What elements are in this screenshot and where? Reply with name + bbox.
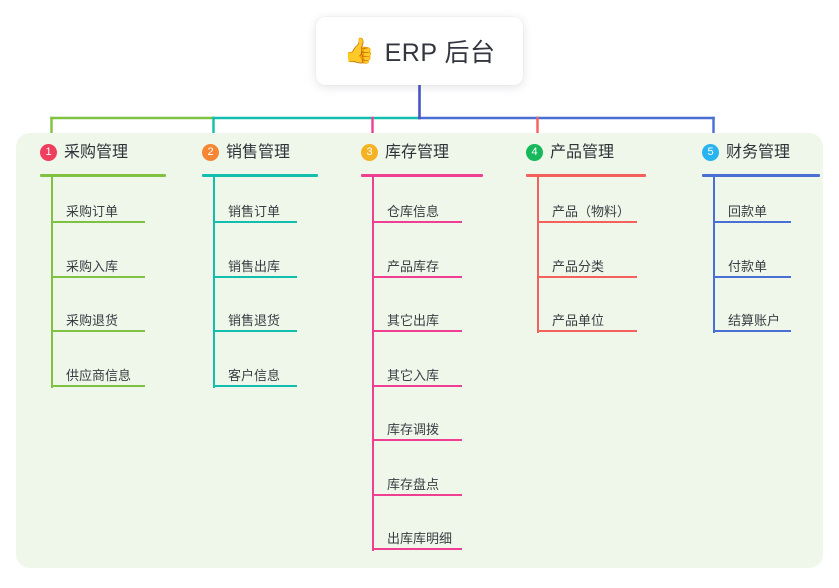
branch-item-underline bbox=[51, 330, 145, 332]
branch-item-underline bbox=[51, 384, 145, 387]
branch-item-label: 库存盘点 bbox=[387, 476, 440, 492]
branch-number-badge: 5 bbox=[702, 144, 719, 161]
branch-item-underline bbox=[372, 330, 462, 332]
branch-underline bbox=[702, 174, 820, 177]
branch-item-underline bbox=[213, 330, 297, 332]
branch-item-label: 结算账户 bbox=[728, 313, 781, 328]
branch-underline bbox=[202, 174, 318, 177]
branch-header-财务管理[interactable]: 5 财务管理 bbox=[702, 144, 790, 161]
branch-item-underline bbox=[51, 275, 145, 278]
branch-title: 财务管理 bbox=[726, 143, 791, 161]
branch-item-label: 回款单 bbox=[728, 204, 768, 219]
branch-item-label: 销售出库 bbox=[228, 258, 281, 274]
branch-spine bbox=[51, 177, 53, 388]
branch-item-underline bbox=[372, 221, 462, 223]
branch-item-label: 库存调拨 bbox=[387, 422, 440, 437]
branch-header-产品管理[interactable]: 4 产品管理 bbox=[526, 144, 614, 161]
branch-item-label: 产品分类 bbox=[552, 258, 605, 274]
branch-item-underline bbox=[372, 493, 462, 496]
branch-number-badge: 3 bbox=[361, 144, 378, 161]
branch-item-label: 客户信息 bbox=[228, 367, 281, 383]
branches-panel bbox=[16, 133, 823, 568]
branch-item-label: 产品单位 bbox=[552, 313, 605, 328]
branch-item-underline bbox=[51, 221, 145, 223]
branch-item-label: 采购退货 bbox=[66, 313, 119, 328]
branch-item-underline bbox=[372, 439, 462, 441]
branch-item-underline bbox=[213, 275, 297, 278]
branch-item-label: 其它出库 bbox=[387, 313, 440, 328]
branch-number-badge: 2 bbox=[202, 144, 219, 161]
root-node[interactable]: 👍 ERP 后台 bbox=[316, 17, 523, 85]
branch-underline bbox=[361, 174, 483, 177]
branch-item-label: 仓库信息 bbox=[387, 204, 440, 219]
branch-header-库存管理[interactable]: 3 库存管理 bbox=[361, 144, 449, 161]
branch-item-label: 采购入库 bbox=[66, 258, 119, 274]
branch-item-label: 产品库存 bbox=[387, 258, 440, 274]
branch-item-underline bbox=[213, 221, 297, 223]
branch-item-underline bbox=[372, 384, 462, 387]
branch-item-label: 供应商信息 bbox=[66, 367, 132, 383]
branch-header-销售管理[interactable]: 2 销售管理 bbox=[202, 144, 290, 161]
branch-item-underline bbox=[537, 275, 637, 278]
branch-item-label: 销售退货 bbox=[228, 313, 281, 328]
branch-item-underline bbox=[537, 330, 637, 332]
branch-item-label: 付款单 bbox=[728, 258, 768, 274]
branch-item-label: 出库库明细 bbox=[387, 531, 453, 546]
branch-item-underline bbox=[713, 330, 791, 332]
branch-item-label: 产品（物料） bbox=[552, 204, 631, 219]
branch-number-badge: 1 bbox=[40, 144, 57, 161]
branch-item-underline bbox=[537, 221, 637, 223]
branch-number-badge: 4 bbox=[526, 144, 543, 161]
branch-spine bbox=[213, 177, 215, 388]
branch-spine bbox=[372, 177, 374, 551]
branch-item-underline bbox=[713, 221, 791, 223]
branch-item-label: 采购订单 bbox=[66, 204, 119, 219]
branch-underline bbox=[526, 174, 646, 177]
branch-title: 销售管理 bbox=[226, 143, 291, 161]
branch-item-label: 其它入库 bbox=[387, 367, 440, 383]
branch-item-underline bbox=[372, 548, 462, 550]
branch-spine bbox=[713, 177, 715, 333]
branch-item-underline bbox=[713, 275, 791, 278]
branch-item-underline bbox=[372, 275, 462, 278]
branch-title: 库存管理 bbox=[385, 143, 450, 161]
thumbs-up-icon: 👍 bbox=[343, 36, 375, 65]
root-node-title: ERP 后台 bbox=[384, 39, 496, 67]
branch-title: 采购管理 bbox=[64, 143, 129, 161]
branch-title: 产品管理 bbox=[550, 143, 615, 161]
branch-underline bbox=[40, 174, 166, 177]
branch-spine bbox=[537, 177, 539, 333]
branch-header-采购管理[interactable]: 1 采购管理 bbox=[40, 144, 128, 161]
branch-item-label: 销售订单 bbox=[228, 204, 281, 219]
branch-item-underline bbox=[213, 384, 297, 387]
branch-columns: 1 采购管理采购订单采购入库采购退货供应商信息 2 销售管理销售订单销售出库销售退货客… bbox=[16, 133, 823, 568]
